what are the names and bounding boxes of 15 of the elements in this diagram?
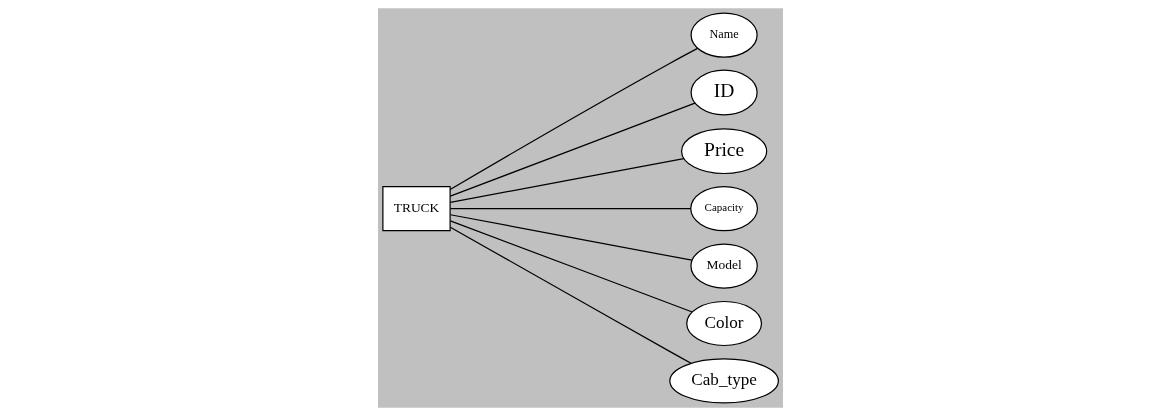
node-ellipse: Cab_type xyxy=(669,358,779,404)
connector xyxy=(449,214,693,261)
connector xyxy=(449,102,696,197)
connector xyxy=(449,220,693,313)
connector xyxy=(449,47,699,191)
node-box: TRUCK xyxy=(382,186,451,232)
node-ellipse: Price xyxy=(680,128,768,175)
node-ellipse: Capacity xyxy=(690,186,759,232)
connector xyxy=(449,226,692,364)
node-ellipse: Color xyxy=(686,300,763,347)
connector xyxy=(449,208,692,210)
node-ellipse: ID xyxy=(690,69,758,116)
node-ellipse: Model xyxy=(690,243,758,289)
connector xyxy=(449,157,685,204)
node-ellipse: Name xyxy=(690,12,758,58)
